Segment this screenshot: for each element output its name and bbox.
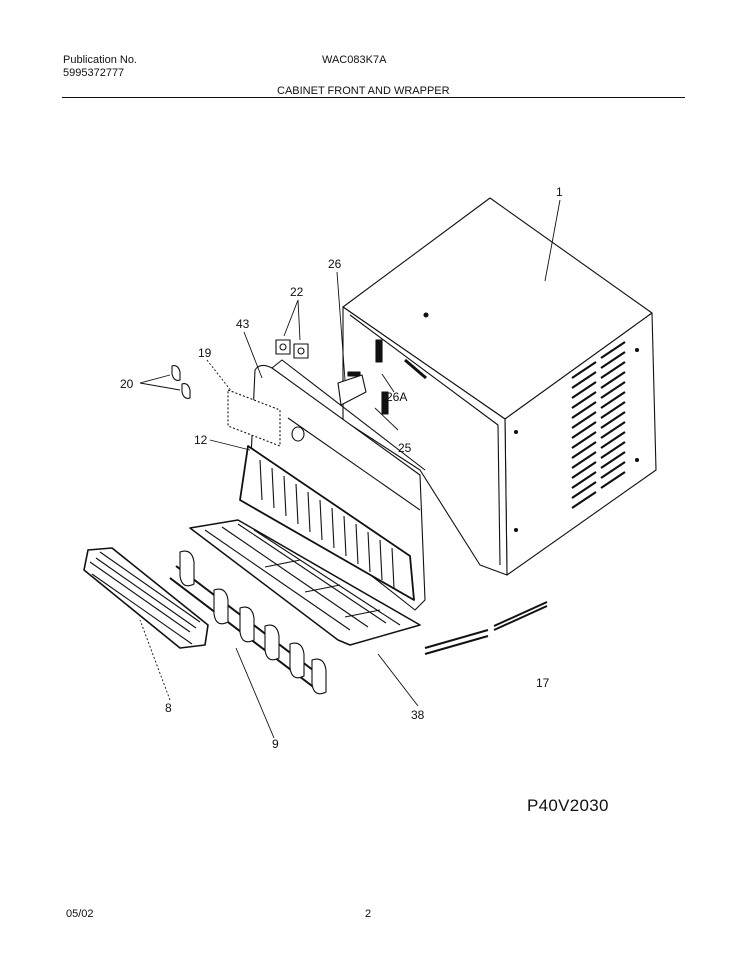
callout-19: 19	[198, 346, 212, 360]
page-number: 2	[365, 908, 372, 920]
publication-number: 5995372777	[63, 67, 125, 79]
model-number: WAC083K7A	[322, 54, 387, 66]
header-rule	[62, 97, 685, 98]
callout-12: 12	[194, 433, 208, 447]
callout-1: 1	[556, 185, 563, 199]
callout-43: 43	[236, 317, 250, 331]
publication-label: Publication No.	[63, 54, 137, 66]
louver-grille	[83, 547, 209, 649]
leader-lines	[139, 199, 561, 739]
callout-22: 22	[290, 285, 304, 299]
callout-20: 20	[120, 377, 134, 391]
fasteners	[171, 339, 309, 399]
cabinet-wrapper	[337, 197, 657, 576]
drawing-code: P40V2030	[527, 796, 609, 815]
callout-8: 8	[165, 701, 172, 715]
callout-26a: 26A	[386, 390, 407, 404]
callout-9: 9	[272, 737, 279, 751]
vane-assembly	[169, 550, 327, 695]
label-sticker	[227, 389, 281, 447]
drain-tray	[189, 519, 421, 646]
seal-strips	[424, 601, 548, 655]
section-title: CABINET FRONT AND WRAPPER	[277, 85, 450, 97]
footer-date: 05/02	[66, 908, 94, 920]
callout-38: 38	[411, 708, 425, 722]
callout-26: 26	[328, 257, 342, 271]
air-filter	[239, 445, 415, 601]
callout-25: 25	[398, 441, 412, 455]
callout-17: 17	[536, 676, 550, 690]
